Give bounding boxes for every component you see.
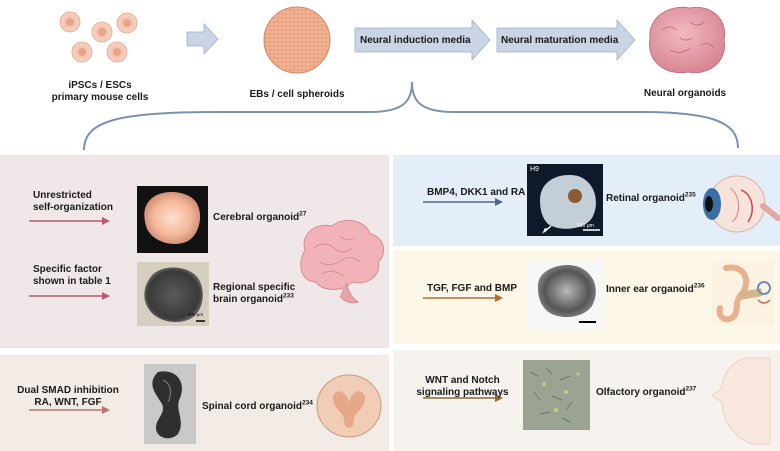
spinal-cord-organoid-label: Spinal cord organoid234: [202, 399, 313, 412]
condition-label: BMP4, DKK1 and RA: [427, 187, 526, 198]
organoid-label: Neural organoids: [643, 88, 727, 99]
scale-bar-label: 100 μm: [577, 223, 594, 229]
condition-arrow-icon: [423, 198, 503, 206]
cerebral-organoid-label: Cerebral organoid27: [213, 210, 307, 223]
condition-arrow-icon: [29, 217, 110, 225]
scale-bar-label: 300 μm: [188, 312, 204, 317]
nose-profile-icon: [711, 357, 771, 445]
source-label: iPSCs / ESCs primary mouse cells: [51, 80, 149, 103]
inner-ear-organoid-label: Inner ear organoid236: [606, 282, 705, 295]
inner-ear-organoid-image: [527, 260, 603, 330]
image-tag: H9: [530, 166, 539, 173]
condition-arrow-icon: [29, 292, 110, 300]
brain-icon: [300, 219, 385, 304]
stem-cells-icon: [59, 11, 138, 63]
olfactory-organoid-image: [523, 360, 590, 430]
olfactory-organoid-label: Olfactory organoid237: [596, 385, 697, 398]
induction-arrow-icon: [354, 18, 491, 62]
condition-label: WNT and Notch signaling pathways: [416, 375, 509, 398]
condition-label: TGF, FGF and BMP: [427, 283, 517, 294]
condition-label: Dual SMAD inhibition RA, WNT, FGF: [17, 385, 119, 408]
cell-spheroid-icon: [263, 6, 331, 74]
condition-arrow-icon: [423, 294, 503, 302]
maturation-arrow-icon: [496, 18, 636, 62]
retinal-organoid-label: Retinal organoid235: [606, 191, 696, 204]
cerebral-organoid-image: [137, 186, 208, 253]
induction-label: Neural induction media: [360, 35, 471, 46]
ear-icon: [712, 262, 774, 326]
retinal-organoid-image: [527, 164, 603, 236]
regional-organoid-image: [137, 262, 209, 326]
condition-arrow-icon: [29, 406, 110, 414]
maturation-label: Neural maturation media: [501, 35, 619, 46]
grouping-brace: [83, 81, 739, 151]
regional-organoid-label: Regional specific brain organoid233: [213, 282, 296, 305]
spinal-cord-organoid-image: [144, 364, 196, 444]
condition-label: Unrestricted self-organization: [33, 190, 114, 213]
neural-organoid-icon: [648, 6, 726, 74]
spinal-cord-icon: [316, 374, 382, 438]
condition-arrow-icon: [423, 394, 503, 402]
arrow-icon: [186, 22, 219, 56]
condition-label: Specific factor shown in table 1: [33, 264, 111, 287]
eb-label: EBs / cell spheroids: [249, 89, 345, 100]
eye-icon: [703, 175, 780, 233]
